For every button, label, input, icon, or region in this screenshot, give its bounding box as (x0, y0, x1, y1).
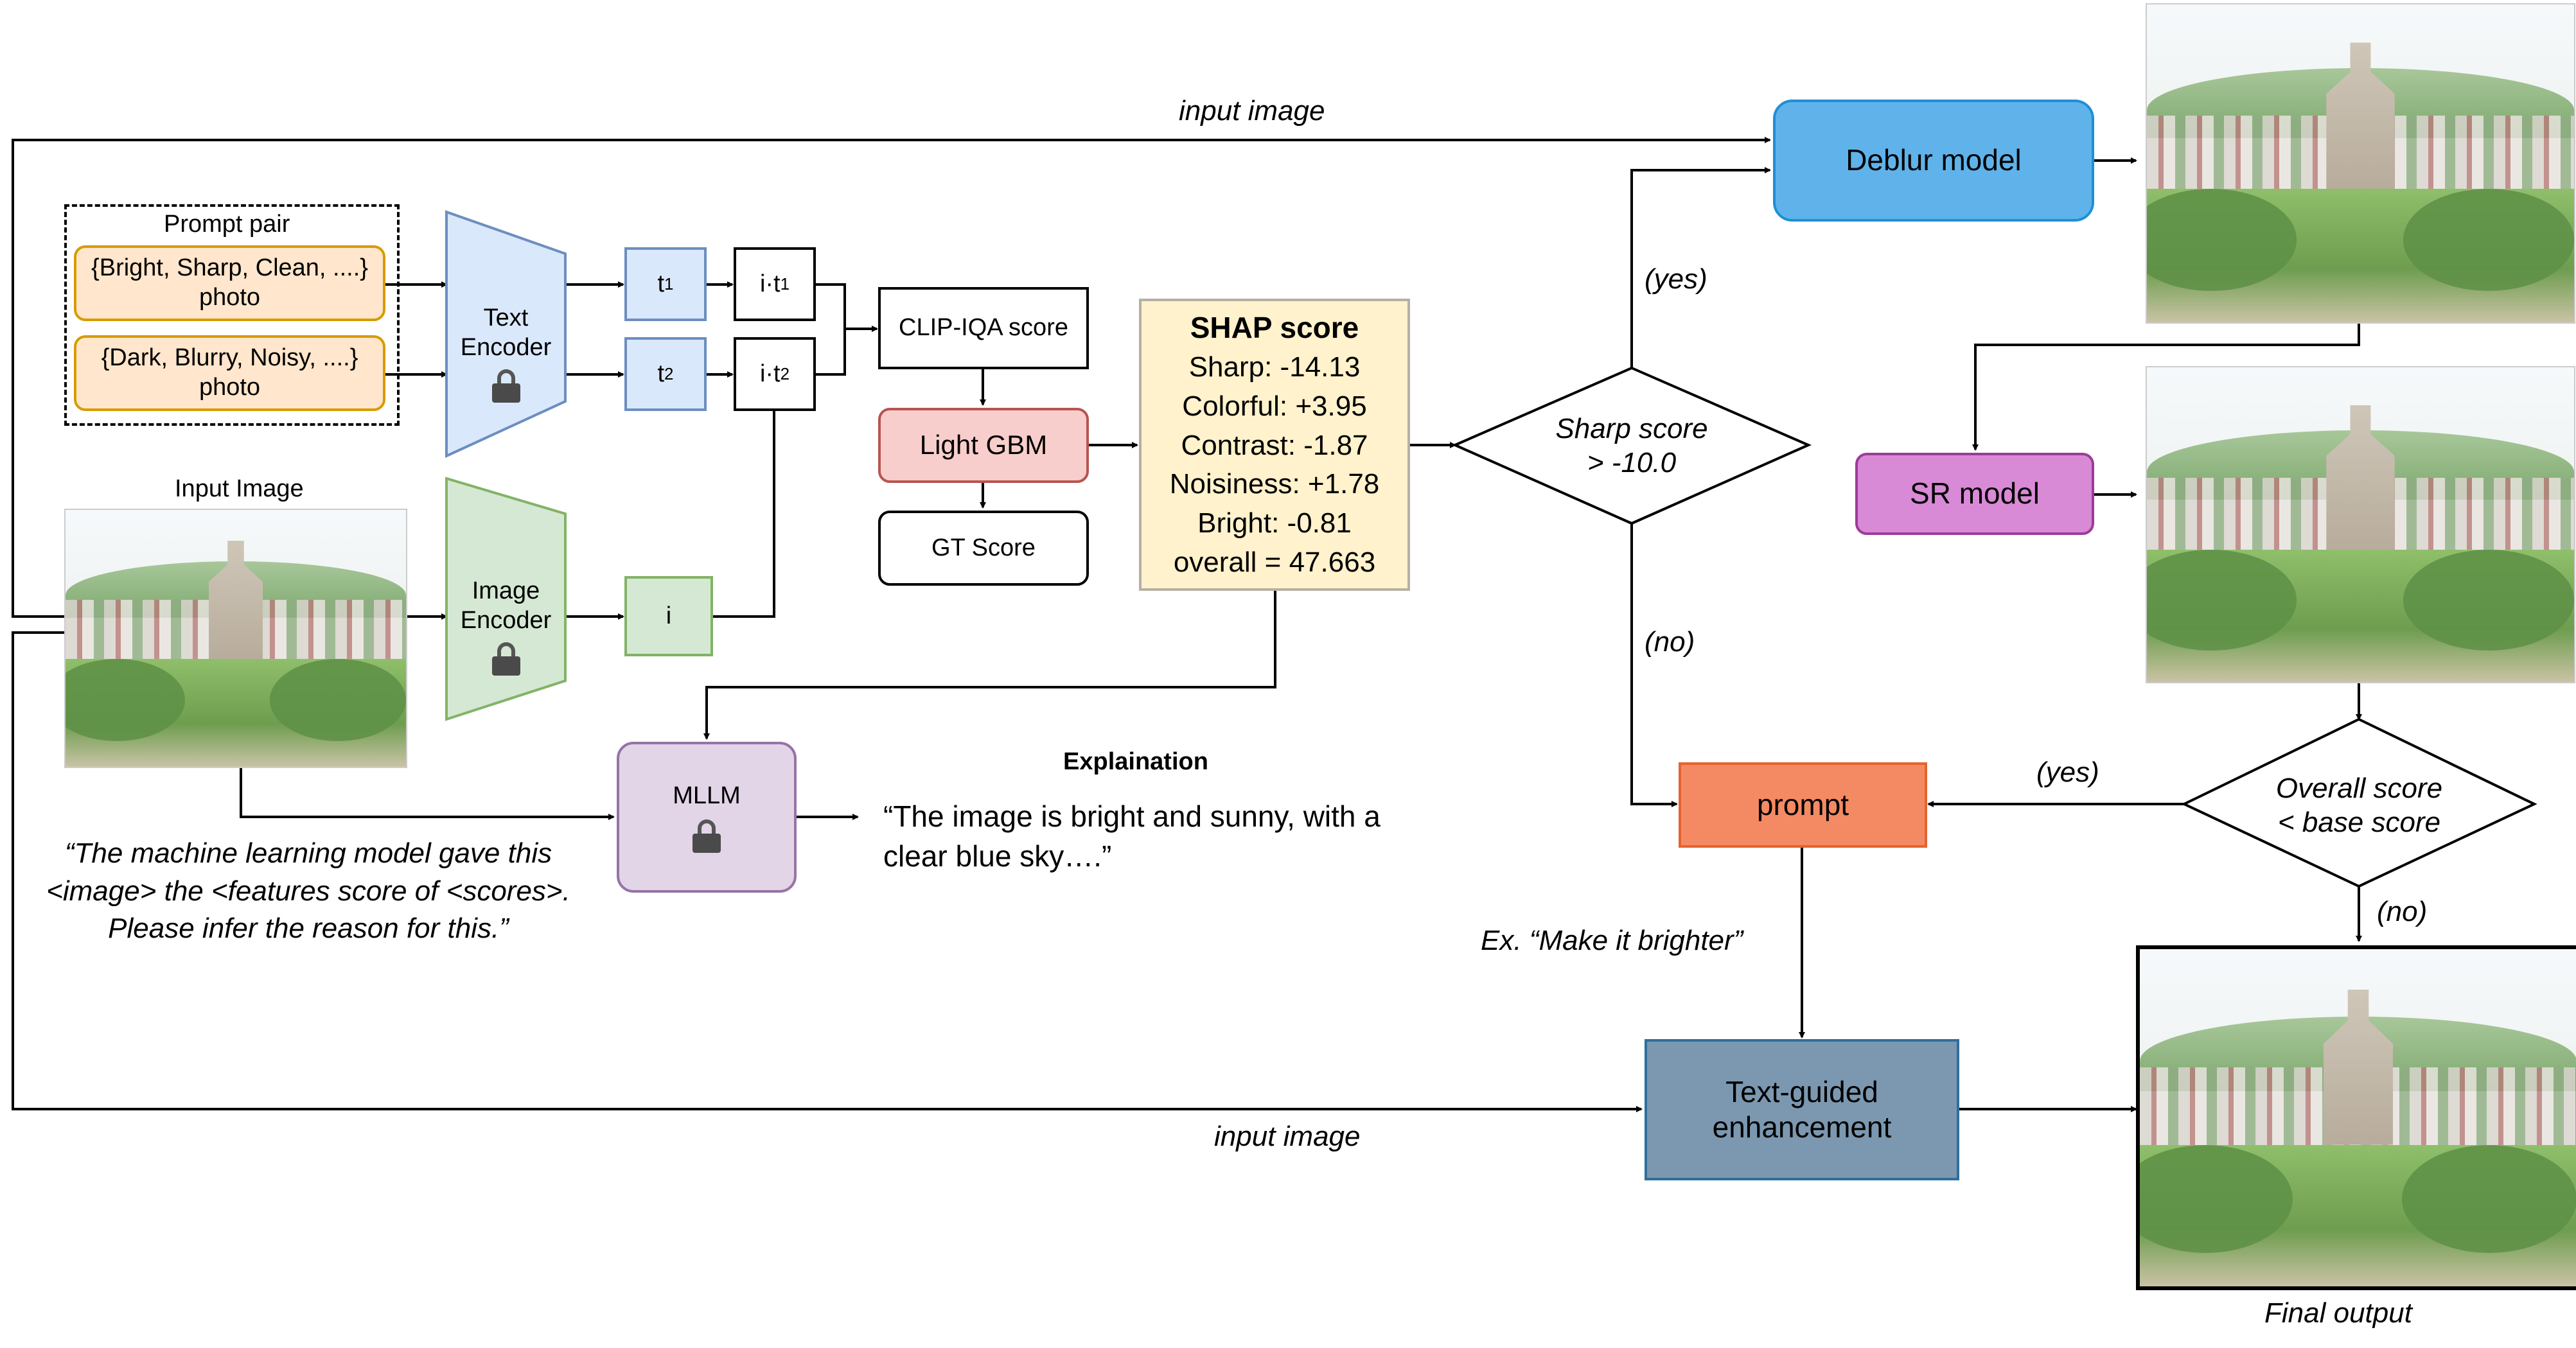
mllm-box: MLLM (617, 742, 797, 893)
shap-line-noisiness: Noisiness: +1.78 (1169, 468, 1380, 500)
mllm-prompt-line3: Please infer the reason for this.” (108, 913, 509, 945)
arrow-image-to-mllm (240, 767, 615, 820)
negative-prompt-line1: {Dark, Blurry, Noisy, ....} (101, 344, 358, 372)
image-encoder-label-2: Encoder (460, 607, 552, 634)
arrow-shap-to-mllm (703, 591, 1276, 740)
explanation-text: “The image is bright and sunny, with a c… (883, 796, 1381, 876)
sr-image-photo (2146, 366, 2575, 683)
text-guided-line2: enhancement (1712, 1110, 1892, 1144)
shap-line-sharp: Sharp: -14.13 (1188, 351, 1361, 383)
sharp-decision-diamond (1452, 366, 1812, 525)
t2-sub: 2 (664, 363, 674, 383)
text-guided-enhancement-box: Text-guided enhancement (1645, 1039, 1959, 1180)
deblur-model-label: Deblur model (1846, 143, 2022, 177)
light-gbm-label: Light GBM (919, 430, 1048, 460)
explanation-line2: clear blue sky….” (883, 839, 1112, 873)
mllm-prompt-text: “The machine learning model gave this <i… (13, 835, 604, 948)
text-encoder-label-2: Encoder (460, 334, 552, 361)
positive-prompt-line1: {Bright, Sharp, Clean, ....} (91, 254, 368, 282)
negative-prompt-line2: photo (198, 374, 261, 401)
deblurred-image-photo (2146, 3, 2575, 324)
t1-sub: 1 (664, 274, 674, 293)
input-image-photo (64, 509, 407, 768)
i-label: i (666, 602, 672, 629)
i-box: i (624, 576, 713, 656)
overall-decision-diamond (2181, 717, 2537, 888)
shap-score-box: SHAP score Sharp: -14.13 Colorful: +3.95… (1139, 299, 1410, 591)
mllm-prompt-line1: “The machine learning model gave this (64, 837, 552, 869)
positive-prompt-box: {Bright, Sharp, Clean, ....} photo (74, 245, 385, 321)
text-encoder-label-1: Text (483, 304, 529, 332)
negative-prompt-box: {Dark, Blurry, Noisy, ....} photo (74, 335, 385, 411)
arrow-yes-to-deblur (1630, 167, 1771, 368)
t1-label: t (657, 270, 665, 297)
it2-sub: 2 (780, 363, 790, 383)
text-encoder: Text Encoder (450, 292, 562, 414)
lock-icon (693, 819, 721, 853)
arrow-input-to-deblur (12, 137, 1771, 618)
image-encoder-label-1: Image (472, 577, 540, 605)
it1-sub: 1 (780, 274, 790, 293)
sharp-decision-label: Sharp score > -10.0 (1503, 405, 1760, 488)
lock-icon (491, 642, 520, 676)
final-output-photo (2136, 945, 2576, 1290)
sharp-decision-line1: Sharp score (1555, 413, 1708, 445)
it1-label: i·t (759, 270, 781, 297)
shap-title: SHAP score (1190, 310, 1359, 344)
positive-prompt-line2: photo (198, 284, 261, 311)
overall-decision-line2: < base score (2277, 807, 2441, 838)
sharp-decision-line2: > -10.0 (1587, 447, 1677, 478)
mllm-label: MLLM (673, 782, 741, 809)
arrow-no-to-prompt (1630, 523, 1678, 807)
arrow-input-to-enhancement (12, 631, 1643, 1112)
overall-decision-label: Overall score < base score (2236, 764, 2483, 848)
sr-model-box: SR model (1855, 453, 2094, 535)
gt-score-box: GT Score (878, 511, 1089, 586)
deblur-model-box: Deblur model (1773, 100, 2094, 222)
shap-line-contrast: Contrast: -1.87 (1181, 429, 1368, 461)
prompt-example: Ex. “Make it brighter” (1481, 925, 1743, 956)
gt-score-label: GT Score (931, 534, 1036, 561)
explanation-line1: “The image is bright and sunny, with a (883, 800, 1381, 833)
lock-icon (491, 369, 520, 403)
light-gbm-box: Light GBM (878, 408, 1089, 483)
image-encoder-shape (445, 477, 567, 721)
prompt-pair-group (64, 204, 400, 426)
overall-decision-line1: Overall score (2275, 773, 2443, 805)
shap-line-bright: Bright: -0.81 (1197, 507, 1352, 539)
input-image-label: Input Image (175, 475, 304, 502)
shap-line-overall: overall = 47.663 (1173, 546, 1376, 578)
clip-iqa-box: CLIP-IQA score (878, 287, 1089, 369)
shap-line-colorful: Colorful: +3.95 (1182, 390, 1367, 422)
explanation-title: Explaination (1063, 748, 1208, 775)
prompt-box: prompt (1679, 762, 1927, 848)
no-label-1: (no) (1645, 626, 1695, 658)
clip-iqa-label: CLIP-IQA score (899, 314, 1068, 342)
no-label-2: (no) (2377, 896, 2428, 927)
input-image-top-label: input image (1179, 95, 1325, 127)
arrow-i-to-it2 (713, 403, 777, 618)
text-guided-line1: Text-guided (1725, 1074, 1878, 1108)
sr-model-label: SR model (1910, 477, 2040, 511)
image-encoder: Image Encoder (450, 565, 562, 687)
input-image-bottom-label: input image (1214, 1121, 1361, 1152)
arrow-photo1-to-sr (1972, 321, 2360, 451)
prompt-pair-title: Prompt pair (164, 211, 290, 238)
mllm-prompt-line2: <image> the <features score of <scores>. (46, 875, 570, 907)
t2-label: t (657, 360, 665, 387)
text-encoder-shape (445, 210, 567, 459)
arrow-it-to-clip (816, 283, 877, 376)
final-output-label: Final output (2264, 1297, 2412, 1329)
prompt-label: prompt (1756, 787, 1849, 821)
yes-label-2: (yes) (2036, 757, 2099, 788)
it2-label: i·t (759, 360, 781, 387)
yes-label-1: (yes) (1645, 263, 1707, 295)
